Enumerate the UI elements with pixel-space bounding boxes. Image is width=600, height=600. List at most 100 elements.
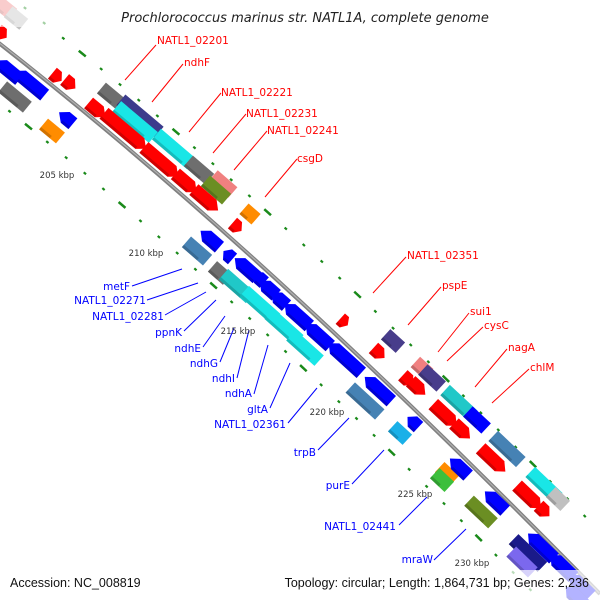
gene-shape[interactable]	[0, 24, 11, 43]
gene-feature[interactable]	[151, 128, 197, 170]
gene-label-NATL1_02361[interactable]: NATL1_02361	[214, 419, 286, 431]
gene-feature[interactable]	[196, 226, 225, 253]
gene-shape[interactable]	[488, 430, 526, 468]
gene-shape[interactable]	[112, 101, 158, 143]
gene-feature[interactable]	[387, 421, 413, 445]
gene-label-cysC[interactable]: cysC	[484, 320, 509, 332]
gene-shape[interactable]	[464, 495, 498, 529]
gene-feature[interactable]	[403, 412, 424, 433]
gene-feature[interactable]	[445, 453, 473, 481]
gene-shape[interactable]	[55, 107, 78, 130]
gene-shape[interactable]	[181, 236, 213, 266]
gene-shape[interactable]	[508, 534, 548, 572]
gene-shape[interactable]	[449, 418, 475, 443]
gene-feature[interactable]	[324, 338, 367, 378]
gene-shape[interactable]	[445, 453, 473, 481]
gene-shape[interactable]	[139, 142, 182, 182]
gene-label-metF[interactable]: metF	[103, 281, 130, 293]
gene-feature[interactable]	[301, 319, 335, 352]
gene-shape[interactable]	[434, 462, 460, 486]
gene-feature[interactable]	[0, 81, 32, 113]
gene-feature[interactable]	[405, 376, 430, 400]
gene-feature[interactable]	[139, 142, 182, 182]
gene-feature[interactable]	[267, 287, 292, 311]
gene-label-ndhE[interactable]: ndhE	[174, 343, 201, 355]
gene-shape[interactable]	[380, 329, 406, 353]
gene-feature[interactable]	[475, 443, 510, 477]
gene-label-NATL1_02281[interactable]: NATL1_02281	[92, 311, 164, 323]
gene-shape[interactable]	[39, 118, 65, 144]
gene-shape[interactable]	[387, 421, 413, 445]
gene-shape[interactable]	[286, 330, 324, 366]
gene-label-pspE[interactable]: pspE	[442, 280, 467, 292]
gene-shape[interactable]	[47, 67, 66, 86]
gene-shape[interactable]	[475, 443, 510, 477]
gene-shape[interactable]	[506, 546, 538, 578]
gene-feature[interactable]	[39, 118, 65, 144]
gene-shape[interactable]	[480, 486, 510, 516]
gene-feature[interactable]	[200, 175, 232, 205]
gene-feature[interactable]	[189, 184, 222, 216]
gene-shape[interactable]	[60, 74, 80, 94]
gene-feature[interactable]	[512, 480, 546, 514]
gene-feature[interactable]	[181, 236, 213, 266]
gene-shape[interactable]	[368, 342, 390, 363]
gene-label-nagA[interactable]: nagA	[508, 342, 536, 354]
gene-feature[interactable]	[227, 217, 246, 236]
gene-shape[interactable]	[196, 226, 225, 253]
gene-shape[interactable]	[398, 370, 418, 390]
gene-label-NATL1_02351[interactable]: NATL1_02351	[407, 250, 479, 262]
gene-shape[interactable]	[219, 246, 238, 265]
gene-feature[interactable]	[219, 246, 238, 265]
gene-feature[interactable]	[463, 406, 491, 434]
gene-feature[interactable]	[360, 372, 397, 407]
gene-label-purE[interactable]: purE	[326, 480, 350, 492]
gene-shape[interactable]	[200, 175, 232, 205]
gene-label-chlM[interactable]: chlM	[530, 362, 554, 374]
gene-label-NATL1_02221[interactable]: NATL1_02221	[221, 87, 293, 99]
gene-label-NATL1_02201[interactable]: NATL1_02201	[157, 35, 229, 47]
gene-shape[interactable]	[0, 81, 32, 113]
gene-shape[interactable]	[324, 338, 367, 378]
gene-shape[interactable]	[335, 313, 353, 330]
gene-feature[interactable]	[335, 313, 353, 330]
gene-feature[interactable]	[506, 546, 538, 578]
gene-feature[interactable]	[170, 168, 201, 198]
gene-feature[interactable]	[418, 364, 446, 392]
gene-label-mraW[interactable]: mraW	[402, 554, 434, 566]
gene-label-gltA[interactable]: gltA	[247, 404, 269, 416]
gene-shape[interactable]	[96, 82, 126, 110]
gene-shape[interactable]	[208, 170, 238, 198]
gene-shape[interactable]	[183, 155, 215, 185]
gene-feature[interactable]	[429, 468, 455, 492]
gene-feature[interactable]	[286, 330, 324, 366]
gene-label-NATL1_02271[interactable]: NATL1_02271	[74, 295, 146, 307]
gene-label-NATL1_02241[interactable]: NATL1_02241	[267, 125, 339, 137]
gene-label-NATL1_02441[interactable]: NATL1_02441	[324, 521, 396, 533]
gene-label-ndhG[interactable]: ndhG	[190, 358, 218, 370]
gene-feature[interactable]	[480, 486, 510, 516]
gene-shape[interactable]	[189, 184, 222, 216]
gene-label-NATL1_02231[interactable]: NATL1_02231	[246, 108, 318, 120]
gene-feature[interactable]	[398, 370, 418, 390]
gene-label-trpB[interactable]: trpB	[294, 447, 316, 459]
gene-feature[interactable]	[239, 203, 261, 225]
gene-shape[interactable]	[170, 168, 201, 198]
gene-shape[interactable]	[428, 398, 462, 431]
gene-shape[interactable]	[301, 319, 335, 352]
gene-feature[interactable]	[488, 430, 526, 468]
gene-shape[interactable]	[84, 97, 110, 123]
gene-feature[interactable]	[464, 495, 498, 529]
gene-label-ndhI[interactable]: ndhI	[212, 373, 235, 385]
gene-feature[interactable]	[0, 24, 11, 43]
gene-label-sui1[interactable]: sui1	[470, 306, 492, 318]
gene-feature[interactable]	[545, 487, 571, 511]
gene-shape[interactable]	[116, 94, 164, 138]
gene-shape[interactable]	[99, 107, 150, 154]
gene-feature[interactable]	[345, 382, 385, 420]
gene-shape[interactable]	[463, 406, 491, 434]
gene-shape[interactable]	[545, 487, 571, 511]
gene-feature[interactable]	[533, 500, 555, 521]
gene-feature[interactable]	[249, 268, 269, 288]
gene-feature[interactable]	[449, 418, 475, 443]
